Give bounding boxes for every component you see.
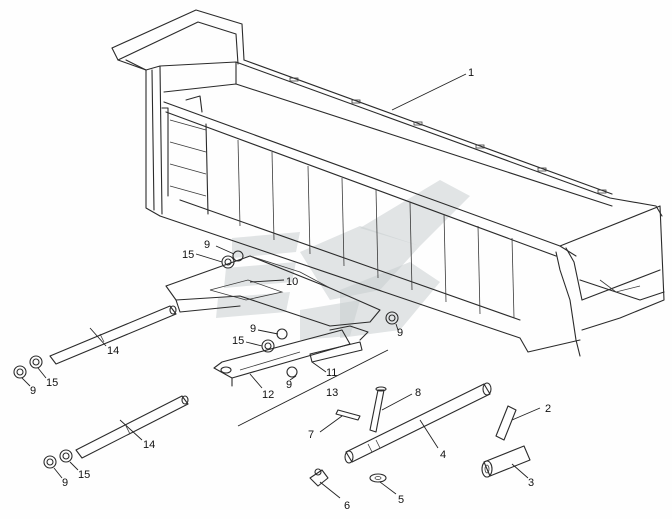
- callout-8: 8: [415, 387, 421, 399]
- leader-9c: [289, 375, 297, 381]
- leader-1: [391, 73, 467, 111]
- shaft-lower: [75, 395, 189, 459]
- leader-9f: [53, 467, 63, 479]
- callout-15-top: 15: [182, 249, 194, 261]
- cotter-pin: [335, 409, 361, 421]
- leader-7: [319, 415, 343, 433]
- callout-1: 1: [468, 67, 474, 79]
- callout-9-mid: 9: [250, 323, 256, 335]
- watermark-logo: [216, 180, 470, 340]
- leader-9e: [21, 377, 31, 387]
- callout-9-right: 9: [397, 327, 403, 339]
- leader-13: [237, 349, 389, 427]
- shaft-upper: [49, 305, 177, 365]
- dump-body: [111, 9, 665, 357]
- sleeve: [481, 445, 531, 478]
- callout-15-left-upper: 15: [46, 377, 58, 389]
- leader-6: [319, 481, 341, 499]
- axle: [344, 382, 492, 464]
- leader-3: [511, 463, 529, 479]
- bushings-left-upper: [13, 355, 43, 379]
- washer: [369, 473, 387, 483]
- callout-13: 13: [326, 387, 338, 399]
- leader-4: [419, 419, 439, 449]
- leader-15b: [245, 341, 263, 347]
- subframe: [165, 255, 381, 387]
- leader-15a: [195, 253, 223, 263]
- leader-9d: [395, 323, 399, 331]
- pin: [369, 386, 387, 433]
- leader-9b: [257, 329, 279, 335]
- callout-15-mid: 15: [232, 335, 244, 347]
- bushings-left-lower: [43, 449, 73, 469]
- leader-15c: [37, 367, 47, 379]
- callout-2: 2: [545, 403, 551, 415]
- leader-14a: [89, 327, 107, 347]
- callout-9-left-lower: 9: [62, 477, 68, 489]
- leader-5: [379, 481, 397, 495]
- leader-15d: [69, 461, 79, 471]
- callout-9-arm: 9: [286, 379, 292, 391]
- callout-6: 6: [344, 500, 350, 512]
- callout-4: 4: [440, 449, 446, 461]
- callout-9-top: 9: [204, 239, 210, 251]
- grease-fitting: [309, 468, 329, 487]
- callout-9-left-upper: 9: [30, 385, 36, 397]
- callout-10: 10: [286, 276, 298, 288]
- leader-12: [249, 373, 263, 389]
- callout-14-lower: 14: [143, 439, 155, 451]
- leader-14b: [119, 419, 143, 441]
- leader-8: [381, 393, 413, 411]
- callout-5: 5: [398, 494, 404, 506]
- leader-2: [511, 407, 541, 421]
- leader-10: [249, 279, 285, 283]
- callout-12: 12: [262, 389, 274, 401]
- leader-9a: [215, 245, 235, 255]
- callout-3: 3: [528, 477, 534, 489]
- subframe-bushings: [221, 250, 399, 378]
- callout-15-left-lower: 15: [78, 469, 90, 481]
- callout-14-upper: 14: [107, 345, 119, 357]
- callout-11: 11: [326, 367, 337, 379]
- callout-7: 7: [308, 429, 314, 441]
- plate: [495, 405, 517, 441]
- leader-11: [311, 361, 327, 373]
